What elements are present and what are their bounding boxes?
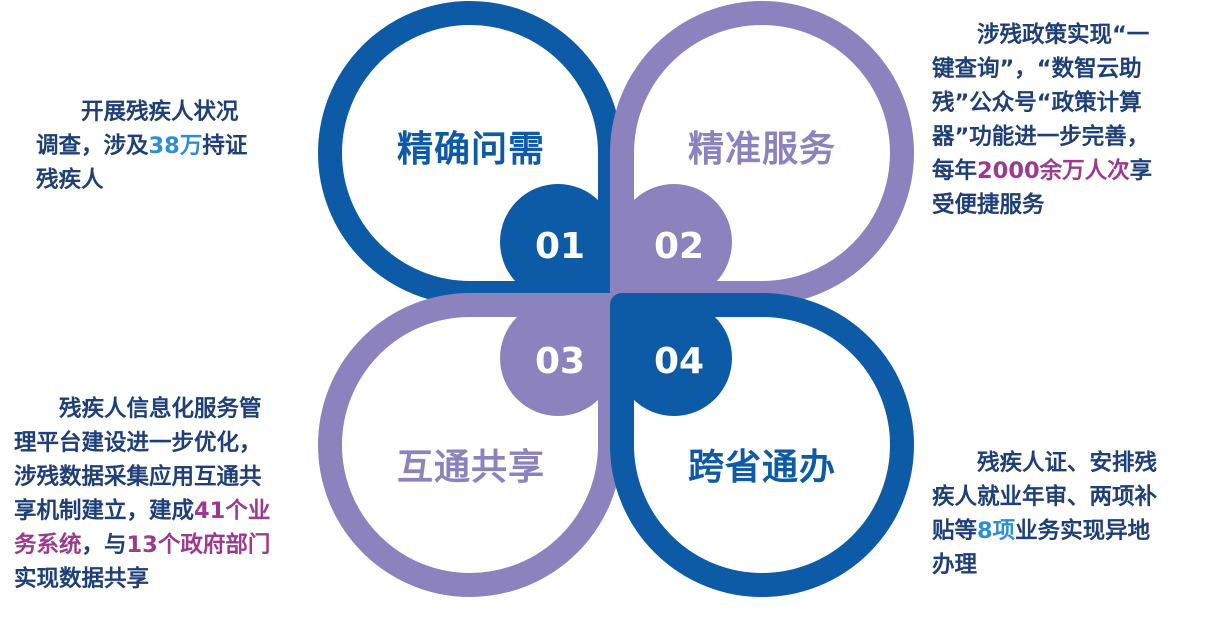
- petal-01-title: 精确问需: [396, 129, 545, 170]
- petal-02-number: 02: [653, 226, 705, 267]
- petal-01-badge: [500, 184, 616, 300]
- description-line: 理平台建设进一步优化，: [14, 426, 270, 460]
- description-line: 器”功能进一步完善，: [932, 120, 1152, 154]
- description-text: 残疾人信息化服务管: [59, 396, 262, 422]
- description-line: 残”公众号“政策计算: [932, 86, 1152, 120]
- description-text: 疾人就业年审、两项补: [932, 484, 1158, 510]
- description-bottom-right: 残疾人证、安排残疾人就业年审、两项补贴等8项业务实现异地办理: [932, 446, 1157, 582]
- description-text: 业务实现异地: [1015, 518, 1151, 544]
- description-line: 受便捷服务: [932, 188, 1152, 222]
- description-text: 贴等: [932, 518, 978, 544]
- description-line: 调查，涉及38万持证: [36, 129, 247, 163]
- description-text: 残疾人证、安排残: [977, 450, 1158, 476]
- description-text: 残”公众号“政策计算: [932, 90, 1142, 116]
- description-text: 键查询”，“数智云助: [932, 56, 1142, 82]
- description-text: ，与: [81, 532, 127, 558]
- highlight-text: 务系统: [14, 532, 82, 558]
- description-line: 务系统，与13个政府部门: [14, 528, 270, 562]
- description-text: 器”功能进一步完善，: [932, 124, 1150, 150]
- petal-04-badge: [616, 300, 732, 416]
- description-text: 残疾人: [36, 167, 104, 193]
- petal-04-number: 04: [653, 341, 705, 382]
- petal-03-badge: [500, 300, 616, 416]
- highlight-text: 13个政府部门: [126, 532, 271, 558]
- description-line: 开展残疾人状况: [36, 95, 247, 129]
- description-line: 疾人就业年审、两项补: [932, 480, 1157, 514]
- description-line: 涉残政策实现“一: [932, 18, 1152, 52]
- description-text: 受便捷服务: [932, 192, 1045, 218]
- highlight-text: 2000余万人次: [977, 158, 1130, 184]
- description-line: 残疾人: [36, 163, 247, 197]
- description-top-right: 涉残政策实现“一键查询”，“数智云助残”公众号“政策计算器”功能进一步完善， 每年…: [932, 18, 1152, 222]
- description-text: 办理: [932, 552, 978, 578]
- petal-02-title: 精准服务: [687, 129, 836, 170]
- description-text: 涉残政策实现“一: [977, 22, 1150, 48]
- description-line: 涉残数据采集应用互通共: [14, 460, 270, 494]
- petal-03-title: 互通共享: [396, 447, 545, 488]
- description-line: 每年2000余万人次享: [932, 154, 1152, 188]
- petal-03-number: 03: [534, 341, 586, 382]
- highlight-text: 38万: [148, 133, 203, 159]
- description-line: 残疾人信息化服务管: [14, 392, 270, 426]
- description-line: 键查询”，“数智云助: [932, 52, 1152, 86]
- description-text: 实现数据共享: [14, 566, 150, 592]
- description-line: 残疾人证、安排残: [932, 446, 1157, 480]
- description-text: 每年: [932, 158, 978, 184]
- description-line: 享机制建立，建成41个业: [14, 494, 270, 528]
- description-line: 办理: [932, 548, 1157, 582]
- highlight-text: 8项: [977, 518, 1016, 544]
- description-top-left: 开展残疾人状况调查，涉及38万持证残疾人: [36, 95, 247, 197]
- description-text: 开展残疾人状况: [81, 99, 239, 125]
- petal-04-title: 跨省通办: [687, 447, 836, 488]
- petal-01-number: 01: [534, 226, 586, 267]
- description-text: 享机制建立，建成: [14, 498, 195, 524]
- petal-02-badge: [616, 184, 732, 300]
- description-text: 持证: [202, 133, 248, 159]
- description-bottom-left: 残疾人信息化服务管理平台建设进一步优化，涉残数据采集应用互通共享机制建立，建成4…: [14, 392, 270, 596]
- description-text: 享: [1129, 158, 1153, 184]
- description-line: 实现数据共享: [14, 562, 270, 596]
- description-text: 调查，涉及: [36, 133, 149, 159]
- highlight-text: 41个业: [194, 498, 271, 524]
- description-text: 理平台建设进一步优化，: [14, 430, 262, 456]
- description-text: 涉残数据采集应用互通共: [14, 464, 262, 490]
- description-line: 贴等8项业务实现异地: [932, 514, 1157, 548]
